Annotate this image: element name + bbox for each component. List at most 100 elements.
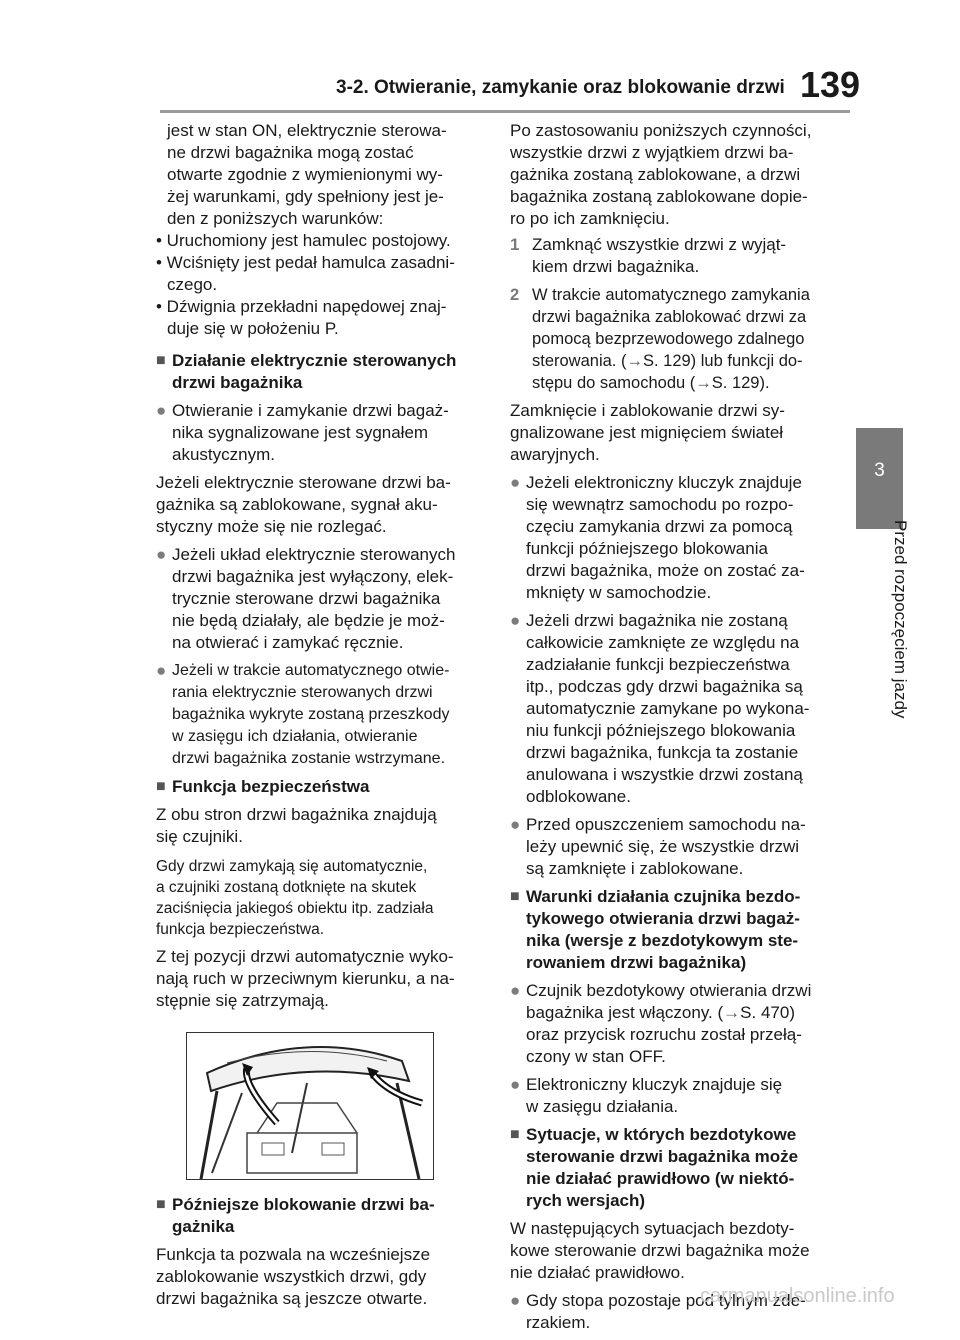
text-line: gnalizowane jest mignięciem świateł <box>510 423 784 442</box>
text-line: bagażnika wykryte zostaną przeszkody <box>172 706 450 723</box>
square-bullet-icon: ■ <box>156 778 166 795</box>
condition-item: • Uruchomiony jest hamulec postojowy. <box>156 231 451 250</box>
text-line: Jeżeli układ elektrycznie sterowanych <box>172 545 456 564</box>
text-line: Jeżeli elektrycznie sterowane drzwi ba- <box>156 473 451 492</box>
paragraph: Z obu stron drzwi bagażnika znajdują się… <box>156 804 486 848</box>
text-line: Z obu stron drzwi bagażnika znajdują <box>156 805 437 824</box>
text-line: Otwieranie i zamykanie drzwi bagaż- <box>172 401 449 420</box>
text-line: gażnika zostaną zablokowane, a drzwi <box>510 165 801 184</box>
heading-power-door-operation: ■ Działanie elektrycznie sterowanych drz… <box>156 350 486 394</box>
condition-list: • Uruchomiony jest hamulec postojowy. • … <box>156 230 486 340</box>
watermark: carmanualsonline.info <box>700 1285 895 1307</box>
text-line: odblokowane. <box>526 787 631 806</box>
step-number: 1 <box>510 235 520 254</box>
text-line: sterowania. (→S. 129) lub funkcji do- <box>532 350 840 372</box>
text-line: drzwi bagażnika, funkcja ta zostanie <box>526 743 799 762</box>
text-line: rych wersjach) <box>526 1191 646 1210</box>
list-item: ● Przed opuszczeniem samochodu na- leży … <box>510 814 840 880</box>
text-line: Elektroniczny kluczyk znajduje się <box>526 1075 783 1094</box>
text-line: się czujniki. <box>156 827 243 846</box>
text-line: Gdy stopa pozostaje pod tylnym zde- <box>526 1291 806 1310</box>
condition-item: • Dźwignia przekładni napędowej znaj- <box>156 297 447 316</box>
text-line: drzwi bagażnika jest wyłączony, elek- <box>172 567 454 586</box>
text-line: Z tej pozycji drzwi automatycznie wyko- <box>156 947 454 966</box>
list-item: ● Elektroniczny kluczyk znajduje się w z… <box>510 1074 840 1118</box>
text-fragment: bagażnika jest włączony. ( <box>526 1003 724 1022</box>
text-line: Po zastosowaniu poniższych czynności, <box>510 121 812 140</box>
text-line: Gdy drzwi zamykają się automatycznie, <box>156 858 428 875</box>
heading-delayed-locking: ■ Późniejsze blokowanie drzwi ba- gażnik… <box>156 1194 486 1238</box>
paragraph: Gdy drzwi zamykają się automatycznie, a … <box>156 856 486 940</box>
paragraph: Zamknięcie i zablokowanie drzwi sy- gnal… <box>510 400 840 466</box>
text-line: otwarte zgodnie z wymienionymi wy- <box>167 165 443 184</box>
text-line: funkcja bezpieczeństwa. <box>156 921 325 938</box>
tailgate-sensor-illustration <box>186 1032 434 1180</box>
text-line: Jeżeli drzwi bagażnika nie zostaną <box>526 611 788 630</box>
text-line: pomocą bezprzewodowego zdalnego <box>532 330 805 348</box>
text-line: leży upewnić się, że wszystkie drzwi <box>526 837 800 856</box>
paragraph: Z tej pozycji drzwi automatycznie wyko- … <box>156 946 486 1012</box>
text-line: trycznie sterowane drzwi bagażnika <box>172 589 441 608</box>
text-line: kowe sterowanie drzwi bagażnika może <box>510 1241 810 1260</box>
text-line: nie działać prawidłowo. <box>510 1263 685 1282</box>
chapter-tab <box>856 428 903 529</box>
text-line: sterowanie drzwi bagażnika może <box>526 1147 799 1166</box>
page-reference-link[interactable]: S. 470) <box>740 1003 795 1022</box>
page-reference-link[interactable]: S. 129) lub funkcji do- <box>642 352 803 370</box>
list-item: ● Czujnik bezdotykowy otwierania drzwi b… <box>510 980 840 1068</box>
text-line: drzwi bagażnika zostanie wstrzymane. <box>172 750 446 767</box>
heading-touchless-sensor-conditions: ■ Warunki działania czujnika bezdo- tyko… <box>510 886 840 974</box>
text-line: awaryjnych. <box>510 445 600 464</box>
page-reference-link[interactable]: S. 129). <box>711 374 770 392</box>
text-line: Zamknąć wszystkie drzwi z wyjąt- <box>532 235 787 254</box>
text-line: gażnika są zablokowane, sygnał aku- <box>156 495 438 514</box>
text-line: nie będą działały, ale będzie je moż- <box>172 611 445 630</box>
heading-touchless-malfunction-situations: ■ Sytuacje, w których bezdotykowe sterow… <box>510 1124 840 1212</box>
text-line: Późniejsze blokowanie drzwi ba- <box>172 1195 435 1214</box>
arrow-right-icon: → <box>695 374 712 392</box>
text-line: nika (wersje z bezdotykowym ste- <box>526 931 799 950</box>
text-line: zablokowanie wszystkich drzwi, gdy <box>156 1267 427 1286</box>
text-line: rowaniem drzwi bagażnika) <box>526 953 747 972</box>
condition-item: • Wciśnięty jest pedał hamulca zasadni- <box>156 253 455 272</box>
text-line: częciu zamykania drzwi za pomocą <box>526 517 793 536</box>
step-number: 2 <box>510 286 520 304</box>
paragraph: Po zastosowaniu poniższych czynności, ws… <box>510 120 840 230</box>
chapter-tab-label: Przed rozpoczęciem jazdy <box>891 520 910 719</box>
text-line: czony w stan OFF. <box>526 1047 666 1066</box>
text-line: Czujnik bezdotykowy otwierania drzwi <box>526 981 812 1000</box>
text-line: nika sygnalizowane jest sygnałem <box>172 423 429 442</box>
text-line: bagażnika jest włączony. (→S. 470) <box>526 1002 840 1024</box>
text-fragment: sterowania. ( <box>532 352 627 370</box>
text-line: kiem drzwi bagażnika. <box>532 257 700 276</box>
text-line: Sytuacje, w których bezdotykowe <box>526 1125 797 1144</box>
text-line: ne drzwi bagażnika mogą zostać <box>167 143 414 162</box>
list-item: ● Jeżeli drzwi bagażnika nie zostaną cał… <box>510 610 840 808</box>
text-line: den z poniższych warunków: <box>167 209 384 228</box>
text-line: zadziałanie funkcji bezpieczeństwa <box>526 655 790 674</box>
dot-bullet-icon: ● <box>156 661 167 680</box>
paragraph: W następujących sytuacjach bezdoty- kowe… <box>510 1218 840 1284</box>
text-line: stępu do samochodu (→S. 129). <box>532 372 840 394</box>
text-line: a czujniki zostaną dotknięte na skutek <box>156 879 417 896</box>
text-line: Działanie elektrycznie sterowanych <box>172 351 457 370</box>
list-item: ● Jeżeli układ elektrycznie sterowanych … <box>156 544 486 654</box>
text-line: w zasięgu ich działania, otwieranie <box>172 728 418 745</box>
square-bullet-icon: ■ <box>156 1196 166 1213</box>
text-fragment: stępu do samochodu ( <box>532 374 696 392</box>
dot-bullet-icon: ● <box>510 1075 521 1094</box>
text-line: funkcji późniejszego blokowania <box>526 539 768 558</box>
intro-paragraph: jest w stan ON, elektrycznie sterowa- ne… <box>156 120 486 230</box>
text-line: W trakcie automatycznego zamykania <box>532 286 810 304</box>
text-line: W następujących sytuacjach bezdoty- <box>510 1219 795 1238</box>
step-item: 1 Zamknąć wszystkie drzwi z wyjąt- kiem … <box>510 234 840 278</box>
step-item: 2 W trakcie automatycznego zamykania drz… <box>510 284 840 394</box>
text-line: żej warunkami, gdy spełniony jest je- <box>167 187 444 206</box>
section-header: 3-2. Otwieranie, zamykanie oraz blokowan… <box>336 77 785 98</box>
list-item: ● Jeżeli elektroniczny kluczyk znajduje … <box>510 472 840 604</box>
condition-item-continued: duje się w położeniu P. <box>167 319 339 338</box>
text-line: bagażnika zostaną zablokowane dopie- <box>510 187 808 206</box>
dot-bullet-icon: ● <box>510 981 521 1000</box>
text-line: anulowana i wszystkie drzwi zostaną <box>526 765 803 784</box>
text-line: nają ruch w przeciwnym kierunku, a na- <box>156 969 455 988</box>
